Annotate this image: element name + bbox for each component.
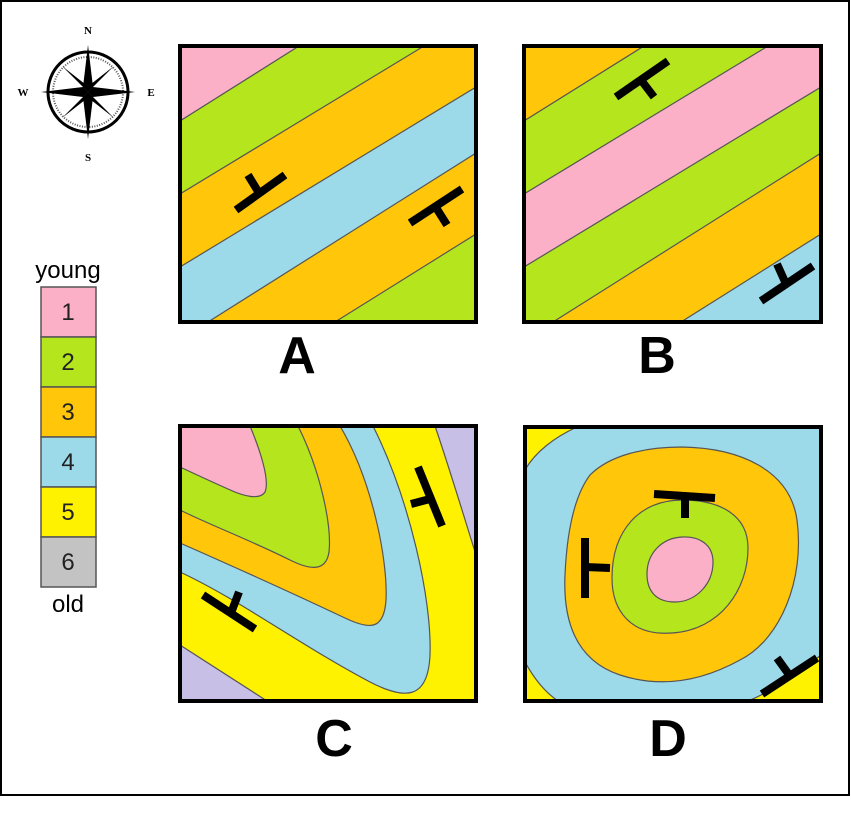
compass-south: S	[85, 152, 91, 164]
compass-rose-icon: N S W E	[18, 25, 155, 164]
strike-dip-symbol	[233, 171, 288, 214]
legend-swatch	[40, 436, 97, 488]
strike-dip-symbol	[407, 185, 465, 228]
legend-unit-1: 1	[40, 286, 97, 338]
compass-west: W	[18, 87, 29, 99]
map-label-c: C	[315, 710, 353, 768]
legend-young-label: young	[35, 257, 100, 284]
legend-unit-6: 6	[40, 536, 97, 588]
legend-swatch	[40, 486, 97, 538]
legend-unit-3: 3	[40, 386, 97, 438]
unit-3	[180, 46, 476, 267]
legend-number: 5	[61, 499, 74, 526]
legend: young 1 2 3 4 5 6 old	[35, 257, 100, 618]
legend-number: 6	[61, 549, 74, 576]
legend-unit-2: 2	[40, 336, 97, 388]
map-c: C	[178, 424, 478, 768]
map-label-d: D	[649, 710, 687, 768]
unit-1	[524, 46, 821, 267]
map-label-a: A	[278, 327, 316, 385]
strike-dip-symbol	[759, 654, 820, 698]
legend-swatch	[40, 336, 97, 388]
unit-5	[525, 660, 560, 701]
strike-dip-symbol	[758, 262, 816, 305]
legend-number: 1	[61, 299, 74, 326]
strike-dip-symbol	[581, 538, 611, 598]
legend-number: 2	[61, 349, 74, 376]
legend-old-label: old	[52, 591, 84, 618]
legend-swatch	[40, 386, 97, 438]
strike-dip-symbol	[200, 590, 258, 633]
legend-unit-5: 5	[40, 486, 97, 538]
unit-1	[180, 426, 267, 498]
strike-dip-symbol	[409, 465, 446, 528]
legend-number: 4	[61, 449, 74, 476]
legend-swatch	[40, 286, 97, 338]
map-a: A	[178, 44, 478, 385]
unit-1	[646, 536, 714, 603]
strike-dip-symbol	[613, 57, 671, 101]
compass-north: N	[84, 25, 92, 37]
unit-6	[180, 644, 269, 701]
legend-swatch	[40, 536, 97, 588]
compass-east: E	[147, 87, 154, 99]
legend-number: 3	[61, 399, 74, 426]
map-d: D	[523, 425, 823, 768]
map-b: B	[522, 44, 823, 385]
unit-4	[180, 87, 476, 322]
map-label-b: B	[638, 327, 676, 385]
legend-unit-4: 4	[40, 436, 97, 488]
strike-dip-symbol	[653, 490, 716, 518]
